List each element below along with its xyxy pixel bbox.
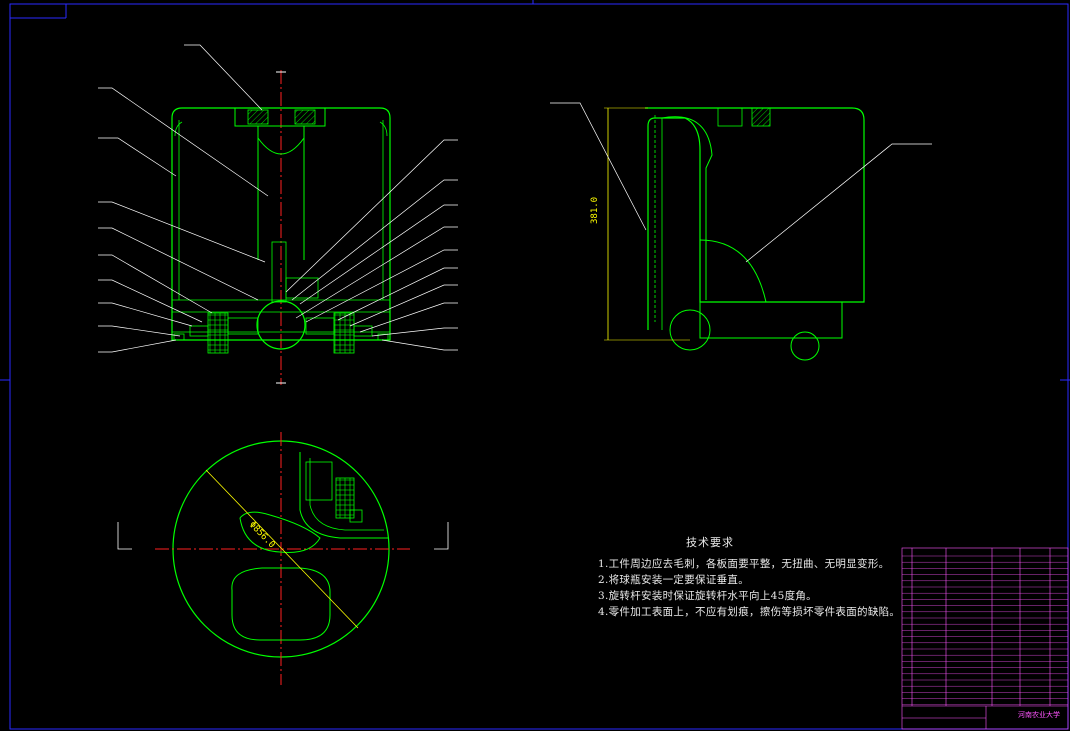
side-view xyxy=(550,102,932,361)
requirement-2: 2.将球瓶安装一定要保证垂直。 xyxy=(598,574,750,586)
height-dimension-label: 381.0 xyxy=(590,196,600,224)
requirement-4: 4.零件加工表面上，不应有划痕，擦伤等损坏零件表面的缺陷。 xyxy=(598,606,901,618)
title-block xyxy=(901,547,1069,730)
left-motor xyxy=(207,312,229,354)
front-view xyxy=(98,44,458,385)
side-housing-outline xyxy=(645,107,865,330)
front-left-leaders xyxy=(98,44,269,353)
technical-requirements-title: 技术要求 xyxy=(686,536,734,549)
side-wheel-left xyxy=(669,309,711,351)
top-clamp xyxy=(234,107,326,127)
top-view xyxy=(117,432,449,685)
school-name: 河南农业大学 xyxy=(1018,711,1060,719)
requirement-3: 3.旋转杆安装时保证旋转杆水平向上45度角。 xyxy=(598,590,817,602)
bom-rows xyxy=(902,555,1068,705)
diameter-dim-line xyxy=(205,469,359,629)
front-ball xyxy=(256,300,306,350)
right-motor xyxy=(333,312,355,354)
requirement-1: 1.工件周边应去毛刺，各板面要平整，无扭曲、无明显变形。 xyxy=(598,558,890,570)
front-right-leaders xyxy=(285,139,458,351)
side-wheel-right xyxy=(790,331,820,361)
side-base-block xyxy=(699,301,843,339)
front-housing-outline xyxy=(171,107,391,341)
front-tube xyxy=(257,126,305,260)
